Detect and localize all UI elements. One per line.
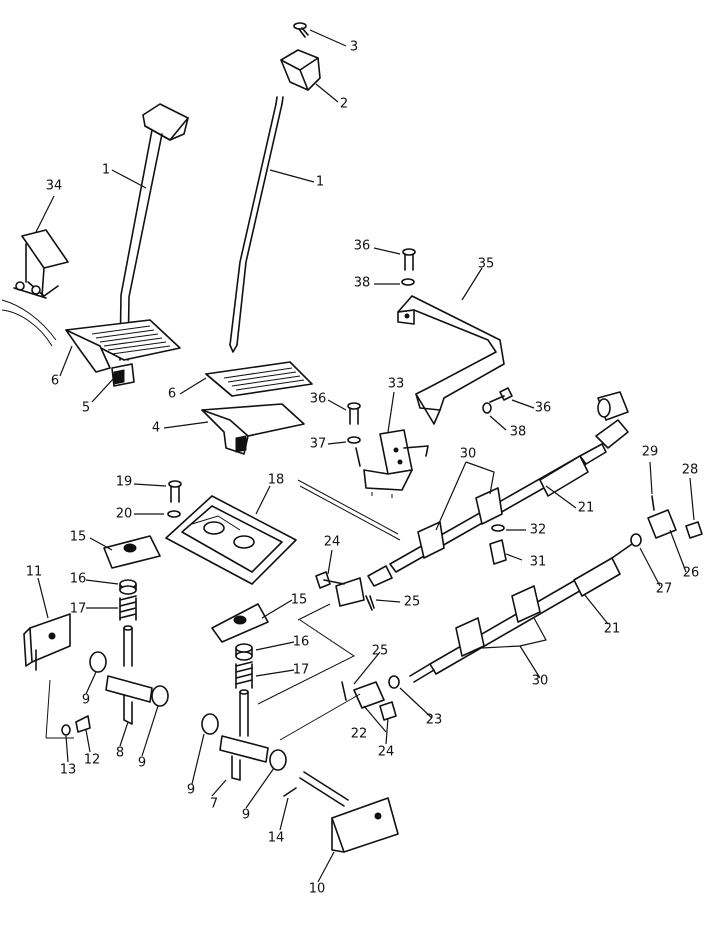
part-bracket-33 (355, 429, 429, 498)
label-16-bottom: 16 (293, 635, 310, 650)
label-15-bottom: 15 (291, 593, 308, 608)
label-26: 26 (683, 566, 700, 581)
label-25-upper: 25 (404, 595, 421, 610)
label-16-top: 16 (70, 572, 87, 587)
part-bracket-35 (397, 295, 505, 425)
label-25-lower: 25 (372, 644, 389, 659)
part-spring-16-17-bottom (235, 643, 253, 689)
label-12: 12 (84, 753, 101, 768)
label-9-c: 9 (187, 783, 195, 798)
part-rod-21-upper (335, 391, 629, 607)
part-bolt-36-mid (347, 402, 361, 444)
label-7: 7 (210, 797, 218, 812)
part-pin-14 (283, 787, 297, 797)
label-15-top: 15 (70, 530, 87, 545)
label-6-right: 6 (168, 387, 176, 402)
part-bolt-12-13 (45, 679, 91, 739)
part-cover-18 (165, 495, 297, 585)
part-bolt-31-32 (489, 524, 507, 565)
label-31: 31 (530, 555, 547, 570)
label-9-d: 9 (242, 808, 250, 823)
part-clevis-26 (630, 495, 703, 547)
label-36-mid: 36 (310, 392, 327, 407)
part-shaft-7 (201, 689, 287, 781)
label-23: 23 (426, 713, 443, 728)
label-30-upper: 30 (460, 447, 477, 462)
label-9-b: 9 (138, 756, 146, 771)
label-22: 22 (351, 727, 368, 742)
label-4: 4 (152, 421, 160, 436)
part-pedal-right (205, 361, 313, 397)
part-bolt-19 (167, 480, 182, 518)
label-38-right: 38 (510, 425, 527, 440)
label-32: 32 (530, 523, 547, 538)
part-rod-21-lower (409, 543, 633, 683)
label-36-right: 36 (535, 401, 552, 416)
label-9-a: 9 (82, 693, 90, 708)
label-36-top: 36 (354, 239, 371, 254)
label-1-right: 1 (316, 175, 324, 190)
label-3: 3 (350, 40, 358, 55)
label-5: 5 (82, 401, 90, 416)
label-35: 35 (478, 257, 495, 272)
label-2: 2 (340, 97, 348, 112)
label-1-left: 1 (102, 163, 110, 178)
part-bolt-36-right (482, 387, 513, 414)
reference-lines (257, 479, 401, 741)
part-pedal-base-4 (201, 403, 305, 455)
part-plate-11 (23, 613, 71, 671)
label-13: 13 (60, 763, 77, 778)
label-30-lower: 30 (532, 674, 549, 689)
label-6-left: 6 (51, 374, 59, 389)
label-37: 37 (310, 437, 327, 452)
part-pedal-left (65, 319, 181, 387)
part-bolt-36-top (401, 248, 416, 286)
part-screw-3 (293, 22, 309, 38)
label-38-top: 38 (354, 276, 371, 291)
part-pad-15-bottom (211, 603, 269, 643)
label-17-bottom: 17 (293, 663, 310, 678)
label-21-lower: 21 (604, 622, 621, 637)
part-pad-15-top (103, 535, 161, 569)
part-labels: 1 1 2 3 4 5 6 6 7 8 9 9 9 9 10 11 12 13 … (26, 40, 700, 897)
part-clevis-22 (341, 675, 400, 721)
part-lever-right (229, 96, 284, 353)
part-bracket-10 (299, 771, 399, 853)
label-27: 27 (656, 582, 673, 597)
label-10: 10 (309, 882, 326, 897)
label-21-upper: 21 (578, 501, 595, 516)
part-knob (280, 49, 321, 91)
label-24-upper: 24 (324, 535, 341, 550)
label-34: 34 (46, 179, 63, 194)
label-8: 8 (116, 746, 124, 761)
leader-lines (35, 29, 695, 883)
label-11: 11 (26, 565, 43, 580)
label-18: 18 (268, 473, 285, 488)
label-24-lower: 24 (378, 745, 395, 760)
label-20: 20 (116, 507, 133, 522)
label-28: 28 (682, 463, 699, 478)
label-17-top: 17 (70, 602, 87, 617)
label-33: 33 (388, 377, 405, 392)
label-29: 29 (642, 445, 659, 460)
part-bolt-24-upper (315, 571, 375, 611)
label-19: 19 (116, 475, 133, 490)
label-14: 14 (268, 831, 285, 846)
part-spring-16-17-top (119, 579, 137, 621)
part-bracket-34 (1, 229, 69, 347)
part-shaft-8 (89, 625, 169, 725)
